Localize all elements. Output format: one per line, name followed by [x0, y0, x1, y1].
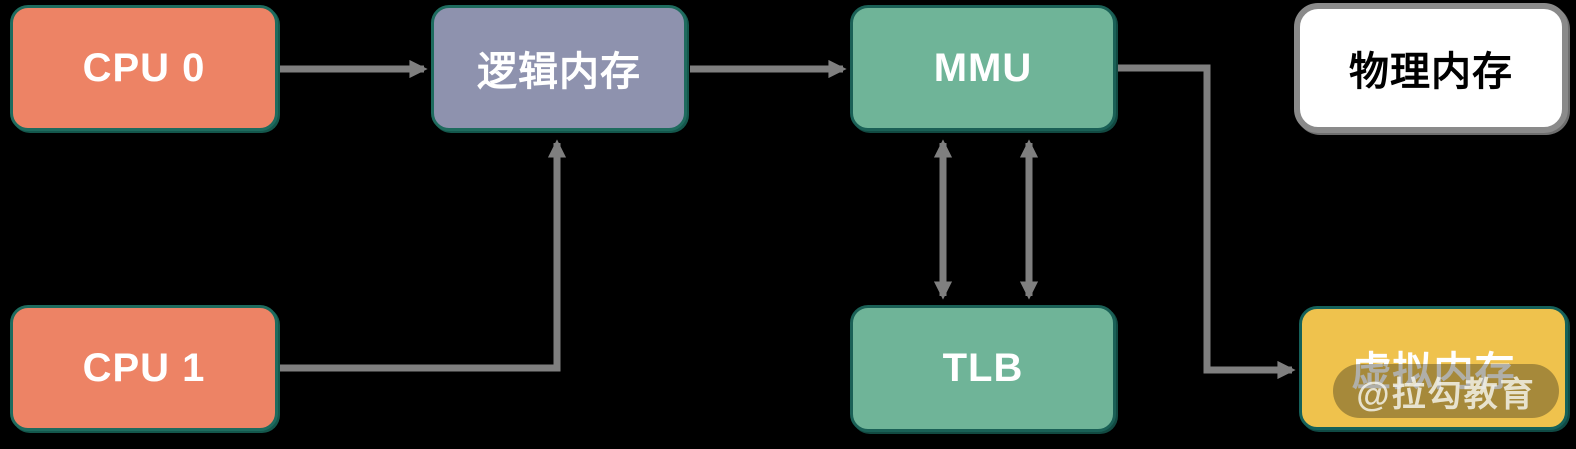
node-virtual-memory-label: 虚拟内存	[1351, 350, 1516, 394]
node-cpu1: CPU 1	[10, 305, 278, 431]
connector-cpu1-to-logical-memory	[278, 139, 567, 372]
node-virtual-memory: 虚拟内存	[1299, 306, 1568, 430]
node-tlb-label: TLB	[942, 346, 1024, 390]
node-mmu-label: MMU	[933, 45, 1033, 90]
connector-mmu-to-virtual-memory	[1116, 64, 1296, 380]
watermark-badge: @拉勾教育	[1333, 364, 1559, 418]
watermark-text: @拉勾教育	[1356, 375, 1536, 414]
node-cpu1-label: CPU 1	[82, 345, 206, 390]
node-cpu0-label: CPU 0	[82, 45, 206, 90]
node-mmu: MMU	[850, 5, 1116, 131]
node-cpu0: CPU 0	[10, 5, 278, 131]
node-physical-memory-label: 物理内存	[1349, 50, 1513, 94]
node-logical-memory-label: 逻辑内存	[477, 50, 641, 94]
node-physical-memory: 物理内存	[1294, 3, 1568, 133]
node-logical-memory: 逻辑内存	[431, 5, 687, 131]
node-tlb: TLB	[850, 305, 1116, 432]
